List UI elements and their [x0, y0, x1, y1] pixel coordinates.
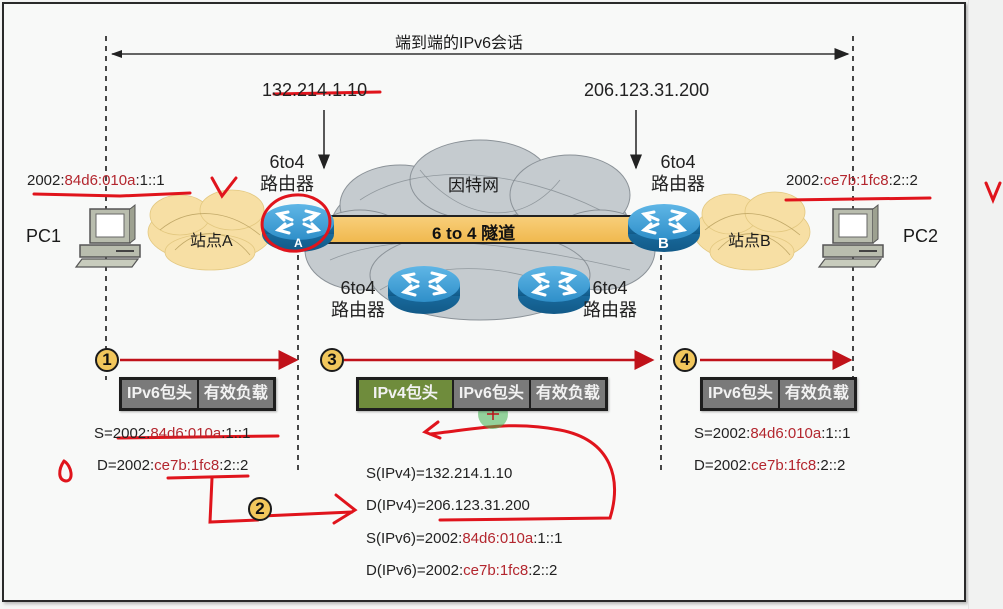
pc2-label: PC2	[903, 226, 939, 246]
pen-annotations	[32, 90, 1002, 525]
ipv4-header: IPv4包头	[359, 380, 452, 408]
router-b-letter: B	[658, 235, 669, 252]
pc1-address: 2002:84d6:010a:1::1	[27, 172, 165, 189]
pc1-label: PC1	[26, 226, 62, 246]
packet-step-3: IPv4包头 IPv6包头 有效负载	[356, 377, 608, 411]
site-b-label: 站点B	[728, 233, 771, 250]
session-title: 端到端的IPv6会话	[395, 35, 524, 52]
site-b-cloud	[693, 191, 811, 271]
ipv6-header: IPv6包头	[122, 380, 197, 408]
step4-destination: D=2002:ce7b:1fc8:2::2	[694, 457, 846, 474]
step4-source: S=2002:84d6:010a:1::1	[694, 425, 851, 442]
step2-src-ipv6: S(IPv6)=2002:84d6:010a:1::1	[366, 530, 563, 547]
tunnel-label: 6 to 4 隧道	[432, 224, 516, 243]
step-2-badge: 2	[248, 497, 272, 521]
router-b-ipv4: 206.123.31.200	[584, 80, 710, 100]
step-4-badge: 4	[673, 348, 697, 372]
step2-src-ipv4: S(IPv4)=132.214.1.10	[366, 465, 513, 482]
router-a-letter: A	[294, 236, 303, 250]
packet-step-4: IPv6包头 有效负载	[700, 377, 857, 411]
router-internet-1	[386, 264, 462, 316]
step-3-badge: 3	[320, 348, 344, 372]
internet-label: 因特网	[448, 176, 499, 195]
step-1-badge: 1	[95, 348, 119, 372]
payload: 有效负载	[530, 380, 605, 408]
router-internet-2	[516, 264, 592, 316]
payload: 有效负载	[198, 380, 273, 408]
step1-source: S=2002:84d6:010a:1::1	[94, 425, 251, 442]
step2-dst-ipv4: D(IPv4)=206.123.31.200	[366, 497, 530, 514]
pc2-address: 2002:ce7b:1fc8:2::2	[786, 172, 918, 189]
pc2-computer	[818, 204, 884, 268]
router-a-ipv4: 132.214.1.10	[262, 80, 368, 100]
site-a-label: 站点A	[190, 233, 233, 250]
right-gutter	[968, 0, 1003, 609]
payload: 有效负载	[779, 380, 854, 408]
site-a-cloud	[147, 189, 273, 271]
pc1-computer	[75, 204, 141, 268]
ipv6-header: IPv6包头	[453, 380, 529, 408]
ipv6-header: IPv6包头	[703, 380, 778, 408]
step1-destination: D=2002:ce7b:1fc8:2::2	[97, 457, 249, 474]
packet-step-1: IPv6包头 有效负载	[119, 377, 276, 411]
step2-dst-ipv6: D(IPv6)=2002:ce7b:1fc8:2::2	[366, 562, 558, 579]
